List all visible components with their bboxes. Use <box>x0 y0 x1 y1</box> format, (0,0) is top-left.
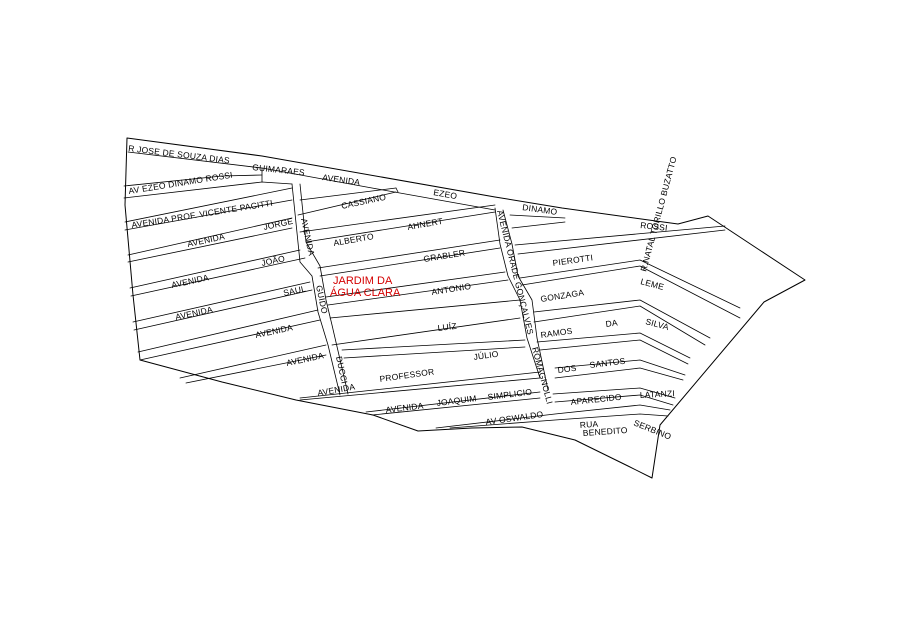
label-r-natal-torillo-buzatto: R.NATAL TORILLO BUZATTO <box>638 155 678 272</box>
label-romagnolli: ROMAGNOLLI <box>530 346 555 405</box>
label-dos: DOS <box>557 363 577 375</box>
label-dinamo: DINAMO <box>522 202 558 217</box>
label-cassiano: CASSIANO <box>340 192 387 211</box>
label-da: DA <box>605 317 619 329</box>
label-rua: RUA <box>579 419 598 430</box>
label-pierotti: PIEROTTI <box>552 252 594 268</box>
label-santos: SANTOS <box>589 356 626 370</box>
street-lines <box>123 151 741 429</box>
label-av-oswaldo: AV OSWALDO <box>485 409 544 427</box>
label-ramos: RAMOS <box>540 326 573 340</box>
label-joaquim: JOAQUIM <box>436 393 477 408</box>
label-grabler: GRABLER <box>423 248 466 264</box>
label-antonio: ANTONIO <box>431 281 472 297</box>
label-avenida-joaquim: AVENIDA <box>385 400 424 415</box>
label-aparecido: APARECIDO <box>570 392 622 407</box>
neighborhood-boundary <box>124 137 806 479</box>
label-ezeo: EZEO <box>433 187 459 201</box>
label-jorge: JORGE <box>262 216 294 232</box>
label-alberto: ALBERTO <box>333 231 375 248</box>
label-professor: PROFESSOR <box>379 366 435 384</box>
label-joao: JOÃO <box>260 253 286 268</box>
label-ahnert: AHNERT <box>407 216 444 232</box>
label-luiz: LUÍZ <box>437 321 457 333</box>
label-avenida-vertical: AVENIDA <box>299 217 317 256</box>
label-latanzi: LATANZI <box>640 388 676 400</box>
label-r-jose-souza-dias: R JOSE DE SOUZA DIAS <box>128 143 231 165</box>
label-avenida-jorge: AVENIDA <box>186 231 225 249</box>
title-line-1: JARDIM DA <box>333 275 393 287</box>
label-leme: LEME <box>639 276 665 292</box>
label-avenida-luiz: AVENIDA <box>254 322 293 340</box>
label-avenida-saul: AVENIDA <box>174 304 213 322</box>
title-line-2: ÁGUA CLARA <box>330 286 401 299</box>
label-av-ezeo-dinamo-rossi: AV EZEO DINAMO ROSSI <box>128 170 234 196</box>
label-avenida-prof-vicente-pacitti: AVENIDA PROF. VICENTE PACITTI <box>131 198 274 230</box>
label-avenida-top: AVENIDA <box>322 172 361 187</box>
label-silva: SILVA <box>644 316 670 332</box>
vertical-street-lines <box>261 167 549 396</box>
label-gonzaga: GONZAGA <box>540 287 585 304</box>
neighborhood-title: JARDIM DA ÁGUA CLARA <box>330 275 401 299</box>
label-saul: SAUL <box>282 283 307 298</box>
label-benedito: BENEDITO <box>582 425 628 438</box>
label-serbino: SERBINO <box>632 418 673 442</box>
label-julio: JÚLIO <box>473 349 499 362</box>
label-rossi: ROSSI <box>640 220 668 233</box>
